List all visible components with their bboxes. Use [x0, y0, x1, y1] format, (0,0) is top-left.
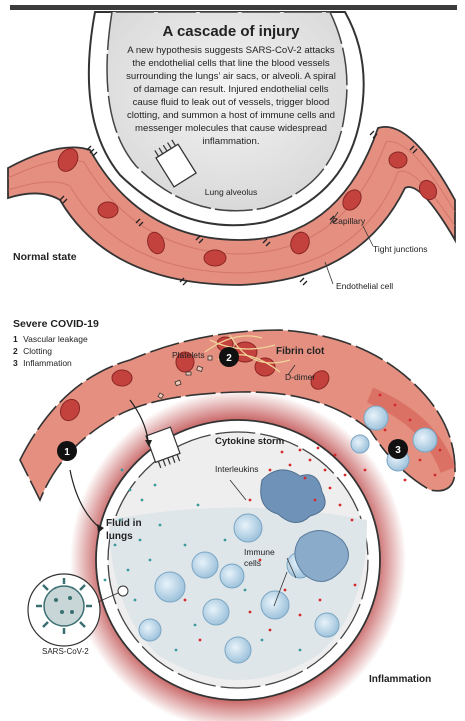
step-label: Clotting: [23, 346, 52, 356]
immune-cells: [138, 405, 438, 664]
receptor-comb: [154, 139, 197, 188]
page-title: A cascade of injury: [163, 23, 301, 40]
intro-line: messenger molecules that cause widesprea…: [135, 123, 327, 134]
label-platelets: Platelets: [172, 350, 205, 360]
step-item: 2 Clotting: [13, 346, 52, 356]
step-label: Inflammation: [23, 358, 72, 368]
macrophage: [260, 469, 326, 523]
sars-cov-2-virus: [27, 573, 129, 647]
macrophage: [294, 530, 349, 582]
label-cytokine-storm: Cytokine storm: [215, 436, 284, 447]
marker-number: 3: [395, 445, 401, 456]
normal-state-illustration: [7, 11, 456, 286]
intro-line: surrounding the lungs’ air sacs, or alve…: [126, 71, 336, 82]
marker-number: 2: [226, 353, 232, 364]
label-immune-cells-1: Immune: [244, 547, 275, 557]
label-inflammation: Inflammation: [369, 674, 431, 685]
label-d-dimer: D-dimer: [285, 372, 315, 382]
intro-paragraph: A new hypothesis suggests SARS-CoV-2 att…: [126, 45, 336, 147]
step-marker-2: 2: [219, 347, 239, 367]
label-endothelial-cell: Endothelial cell: [336, 281, 393, 291]
step-number: 3: [13, 358, 18, 368]
intro-line: the endothelial cells that line the bloo…: [132, 58, 330, 69]
step-item: 3 Inflammation: [13, 358, 72, 368]
step-marker-1: 1: [57, 441, 77, 461]
intro-line: cause fluid to leak out of vessels, trig…: [133, 97, 330, 108]
label-fluid-in-lungs-2: lungs: [106, 531, 133, 542]
top-rule: [10, 5, 457, 10]
marker-number: 1: [64, 447, 70, 458]
label-normal-state: Normal state: [13, 251, 77, 263]
label-capillary: Capillary: [332, 216, 366, 226]
severe-state-illustration: 1 2 3: [19, 329, 456, 721]
red-blood-cells: [57, 148, 438, 267]
step-marker-3: 3: [388, 439, 408, 459]
step-number: 1: [13, 334, 18, 344]
platelets: [157, 355, 213, 400]
intro-line: clotting, and summon a host of immune ce…: [127, 110, 335, 121]
steps-legend: 1 Vascular leakage 2 Clotting 3 Inflamma…: [13, 334, 88, 368]
intro-line: inflammation.: [202, 136, 259, 147]
label-tight-junctions: Tight junctions: [373, 244, 428, 254]
intro-line: of damage can result. Injured endothelia…: [133, 84, 328, 95]
label-severe-covid: Severe COVID-19: [13, 318, 99, 330]
process-arrows: [69, 399, 149, 529]
label-fibrin-clot: Fibrin clot: [276, 346, 325, 357]
label-fluid-in-lungs-1: Fluid in: [106, 518, 142, 529]
step-item: 1 Vascular leakage: [13, 334, 88, 344]
label-sars-cov-2: SARS-CoV-2: [42, 647, 89, 656]
fluid-particles: [103, 468, 302, 652]
cytokine-dots: [183, 393, 442, 642]
step-number: 2: [13, 346, 18, 356]
intro-line: A new hypothesis suggests SARS-CoV-2 att…: [127, 45, 335, 56]
label-lung-alveolus: Lung alveolus: [205, 187, 257, 197]
capillary: [7, 126, 456, 286]
label-immune-cells-2: cells: [244, 558, 261, 568]
step-label: Vascular leakage: [23, 334, 88, 344]
label-interleukins: Interleukins: [215, 464, 258, 474]
leaking-receptor-comb: [145, 426, 181, 469]
tight-junction-marks: [59, 130, 418, 286]
